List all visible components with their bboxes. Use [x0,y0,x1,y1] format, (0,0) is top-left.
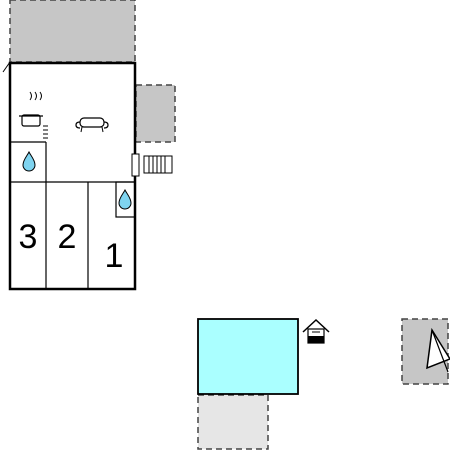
side-terrace [135,84,176,143]
sofa-icon [75,117,109,133]
room-label-2: 2 [58,218,77,256]
radiator-icon [131,153,173,177]
water-drop-icon [118,188,132,210]
stove-pot-icon [19,91,48,139]
tent-icon [426,327,450,370]
bathroom [115,181,136,218]
water-drop-icon [22,150,36,172]
pool-deck [197,394,269,450]
right-terrace [401,318,449,385]
room-label-1: 1 [105,237,124,275]
tent-line [431,329,449,373]
top-terrace [9,0,136,63]
pool [197,318,299,395]
room-label-3: 3 [19,218,38,256]
well-icon [302,318,330,344]
